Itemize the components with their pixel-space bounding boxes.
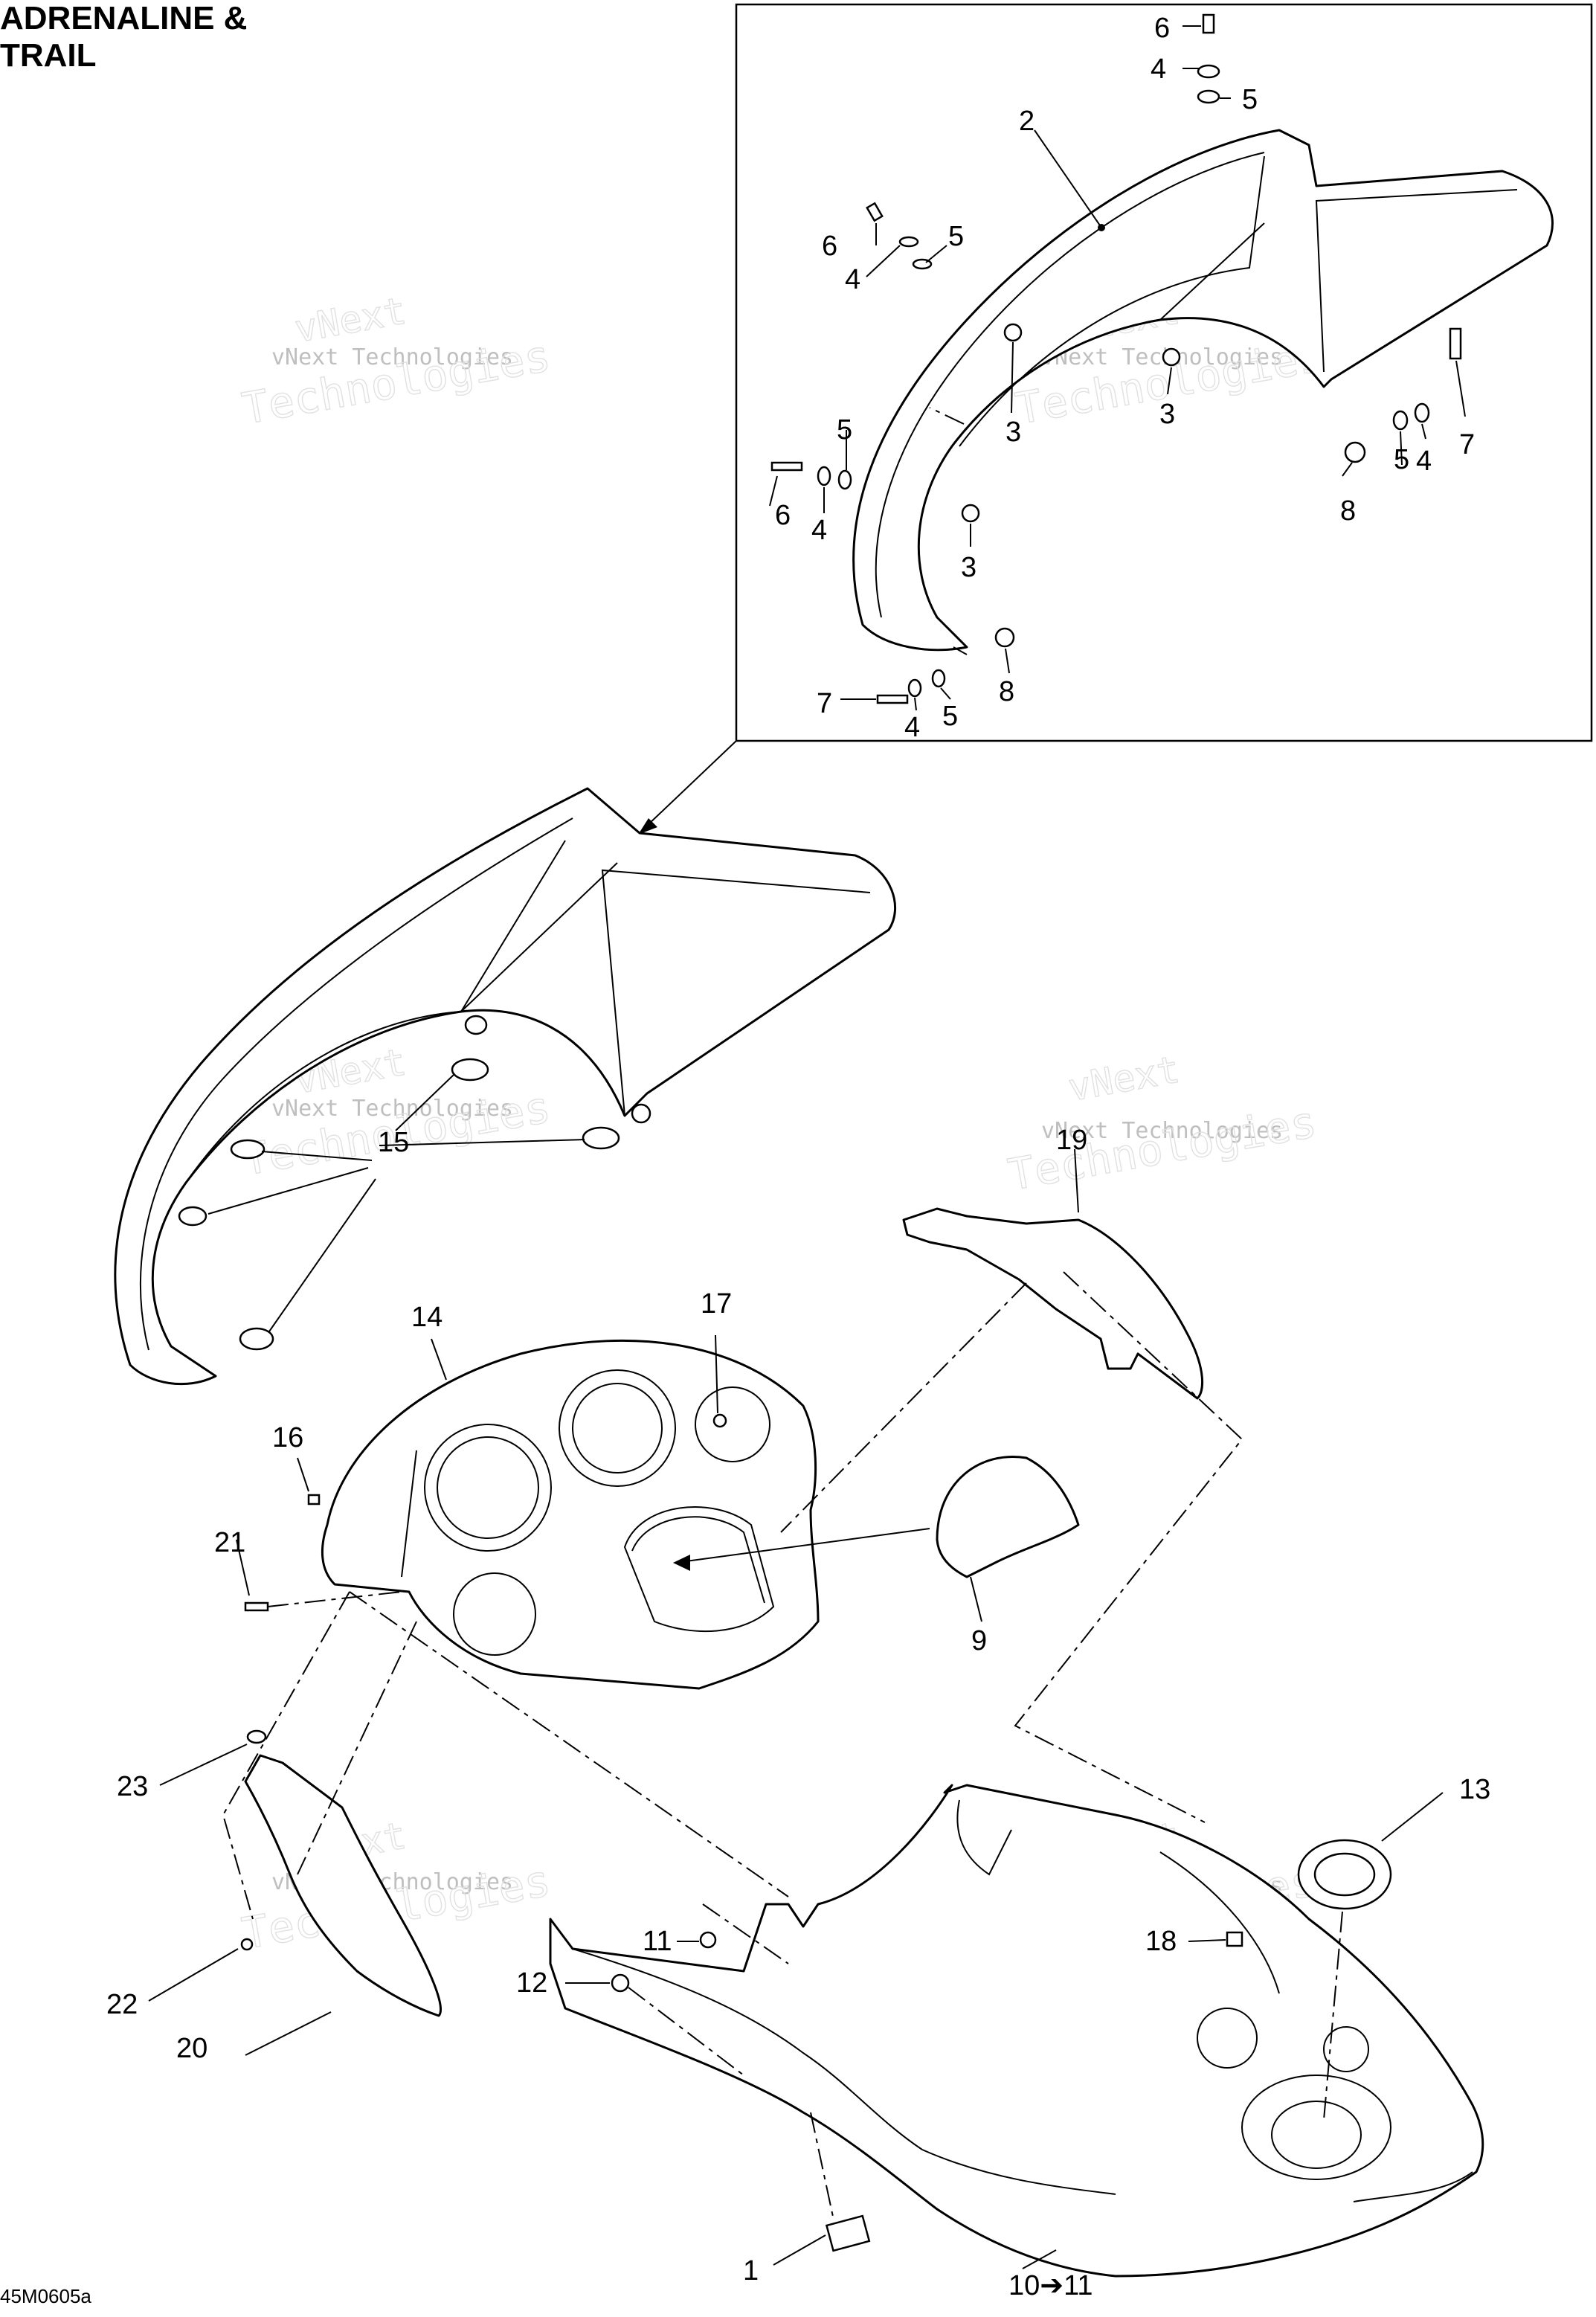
leader-17: [715, 1334, 718, 1414]
callout-10-to-11: 10➔11: [1008, 2270, 1093, 2301]
callout-6: 6: [775, 500, 791, 531]
part-11-nut: [699, 1931, 717, 1949]
part-19-bracket: [902, 1207, 1204, 1400]
arrow-line-9: [680, 1528, 930, 1563]
callout-6: 6: [1154, 13, 1170, 44]
part-18-clip: [1226, 1931, 1243, 1947]
callout-17: 17: [701, 1288, 732, 1320]
diagram-title-line2: TRAIL: [0, 37, 97, 74]
dash-11: [702, 1903, 789, 1964]
diagram-title-line1: ADRENALINE &: [0, 0, 248, 36]
callout-4: 4: [1416, 446, 1432, 477]
callout-8: 8: [999, 676, 1014, 707]
callout-6: 6: [822, 231, 837, 262]
callout-4: 4: [811, 515, 827, 546]
callout-7: 7: [1459, 429, 1475, 460]
watermark-1: vNext Technologies Technologies vNext: [238, 289, 555, 435]
part-20-side-panel: [244, 1754, 443, 2017]
screw-16: [307, 1494, 321, 1505]
drawing-code: 45M0605a: [0, 2285, 91, 2307]
callout-4: 4: [845, 264, 860, 295]
windshield-main: [114, 787, 896, 1386]
callout-11: 11: [643, 1926, 672, 1957]
inset-pointer-line: [646, 740, 737, 826]
leader-20: [245, 2011, 332, 2056]
gauge-housing: [321, 1339, 820, 1690]
leader-10: [1022, 2249, 1057, 2269]
callout-3: 3: [1005, 417, 1021, 448]
part-23-washer: [246, 1729, 267, 1744]
callouts: 6 4 5 2 6 4 5 3 3 7 5 4 8 5 6 4 3 8 7 4 …: [106, 13, 1490, 2301]
watermark-text: vNext Technologies: [271, 1096, 513, 1122]
callout-12: 12: [516, 1967, 547, 1999]
watermark-text: vNext: [292, 289, 409, 351]
screw-17: [712, 1413, 727, 1428]
leader-9: [970, 1576, 982, 1622]
callout-4: 4: [904, 712, 920, 743]
callout-5: 5: [942, 701, 958, 732]
arrow-head-9: [673, 1555, 690, 1571]
watermark-text: Technologies: [1005, 1096, 1320, 1201]
part-12-screw: [611, 1973, 630, 1993]
callout-5: 5: [837, 414, 852, 446]
inset-hardware: [770, 13, 1462, 704]
watermark-4: vNext Technologies Technologies vNext: [1004, 1047, 1321, 1201]
leader-16: [297, 1457, 309, 1492]
inset-leaders: [769, 25, 1466, 711]
callout-7: 7: [817, 688, 832, 719]
leader-19: [1074, 1148, 1079, 1213]
callout-2: 2: [1019, 106, 1034, 137]
callout-5: 5: [1242, 84, 1258, 115]
leader-1: [773, 2234, 826, 2266]
leader-18: [1188, 1939, 1226, 1942]
callout-5: 5: [1394, 444, 1409, 475]
dash-13: [1323, 1911, 1343, 2121]
dash-outline-20: [222, 1591, 789, 1920]
watermark-text: vNext Technologies: [1041, 344, 1283, 370]
callout-3: 3: [961, 552, 976, 583]
part-13-ring-inner: [1313, 1852, 1376, 1897]
leader-13: [1381, 1792, 1444, 1842]
leader-21: [236, 1539, 250, 1596]
screw-21: [244, 1601, 269, 1612]
leader-23: [159, 1744, 248, 1786]
leader-22: [148, 1948, 239, 2002]
inset-frame: [735, 3, 1593, 742]
dash-outline-19: [780, 1271, 1243, 1823]
callout-15: 15: [378, 1127, 409, 1158]
part-9-cap: [936, 1456, 1080, 1578]
callout-9: 9: [971, 1625, 987, 1656]
callout-22: 22: [106, 1989, 138, 2020]
dash-1: [810, 2112, 834, 2217]
callout-13: 13: [1459, 1774, 1490, 1805]
part-1-bracket: [825, 2214, 871, 2252]
watermark-text: vNext Technologies: [1041, 1118, 1283, 1144]
callout-19: 19: [1056, 1125, 1087, 1156]
callout-20: 20: [176, 2033, 207, 2064]
watermark-text: vNext: [1065, 1048, 1182, 1110]
callout-16: 16: [272, 1422, 303, 1453]
dash-12: [628, 1987, 744, 2076]
windshield-leaders: [207, 1074, 585, 1332]
callout-14: 14: [411, 1302, 443, 1333]
leader-14: [431, 1338, 447, 1381]
callout-23: 23: [117, 1771, 148, 1802]
dash-21: [267, 1591, 402, 1607]
callout-5: 5: [948, 221, 964, 252]
callout-21: 21: [214, 1527, 245, 1558]
watermark-text: vNext Technologies: [271, 344, 513, 370]
lower-console: [549, 1784, 1484, 2278]
callout-1: 1: [743, 2255, 759, 2287]
callout-3: 3: [1159, 399, 1175, 430]
callout-18: 18: [1145, 1926, 1177, 1957]
callout-8: 8: [1340, 495, 1356, 527]
windshield-inset: [852, 129, 1554, 652]
callout-4: 4: [1151, 54, 1166, 85]
part-22-clip: [240, 1938, 254, 1951]
inset-pointer-arrow: [638, 818, 657, 835]
